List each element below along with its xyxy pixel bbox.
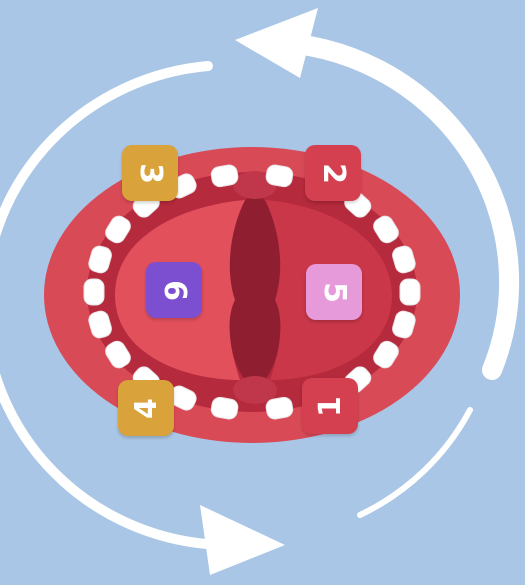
badge-6: 6 bbox=[146, 262, 202, 318]
tooth bbox=[84, 279, 104, 305]
arrow-arc-bottom-right bbox=[360, 410, 470, 515]
tooth bbox=[400, 279, 420, 305]
arrow-head-top bbox=[235, 8, 318, 78]
badge-3: 3 bbox=[122, 145, 178, 201]
badge-4: 4 bbox=[118, 380, 174, 436]
arrow-head-bottom bbox=[200, 505, 285, 575]
mouth bbox=[44, 147, 460, 443]
badge-5: 5 bbox=[306, 264, 362, 320]
badge-1: 1 bbox=[302, 378, 358, 434]
badge-2: 2 bbox=[305, 145, 361, 201]
